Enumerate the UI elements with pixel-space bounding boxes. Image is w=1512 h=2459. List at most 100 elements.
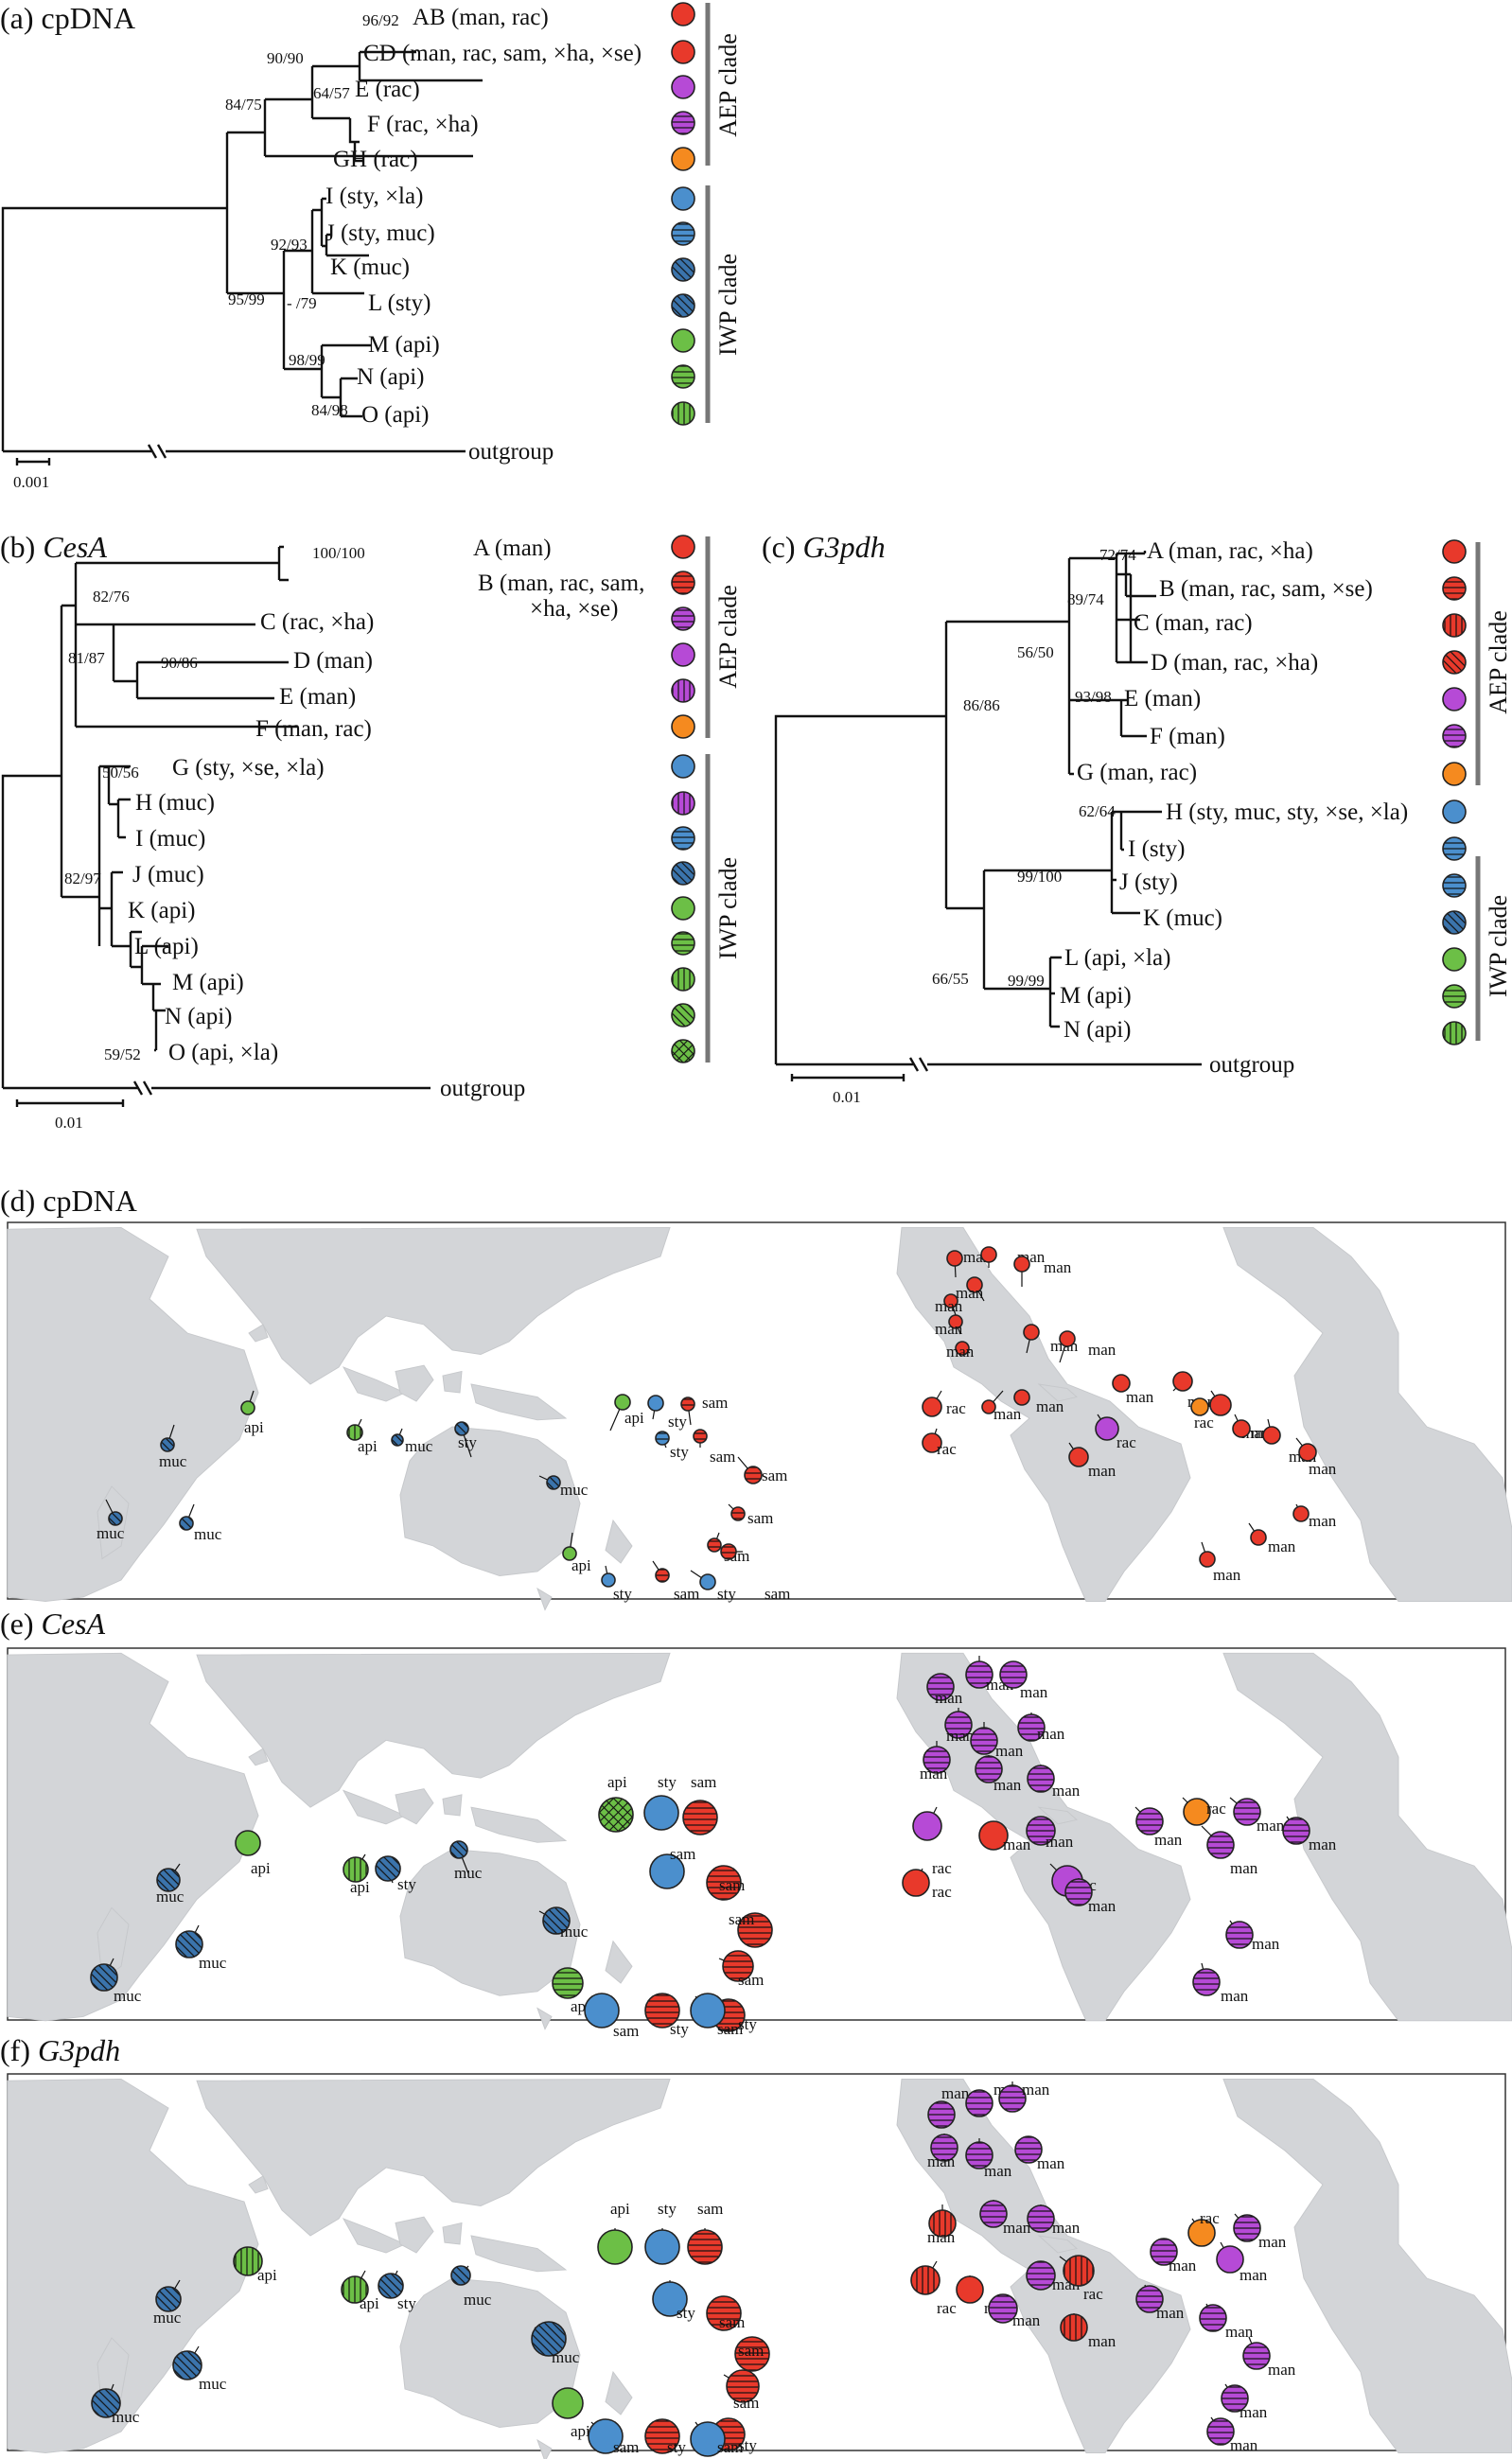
tip-label: K (muc): [330, 255, 410, 280]
tip-label: GH (rac): [333, 147, 418, 172]
map-pie-marker: [1063, 2255, 1095, 2287]
tip-label: F (rac, ×ha): [367, 112, 479, 137]
map-location-label: man: [1268, 2361, 1296, 2379]
map-location-label: sam: [738, 2342, 764, 2360]
map-location-label: man: [1221, 1987, 1249, 2005]
svg-text:(e) CesA: (e) CesA: [0, 1607, 106, 1641]
map-location-label: man: [1046, 1833, 1074, 1851]
map-pie-marker: [946, 1250, 963, 1267]
map-location-label: man: [1003, 2219, 1031, 2237]
map-location-label: api: [607, 1773, 627, 1791]
map-location-label: sty: [677, 2304, 695, 2322]
map-pie-marker: [690, 2421, 726, 2457]
tip-label: C (man, rac): [1134, 610, 1253, 636]
panel-b-prefix: (b): [0, 530, 43, 564]
support-value: 50/56: [102, 764, 139, 782]
support-value: 96/92: [362, 11, 399, 29]
map-location-label: man: [941, 2084, 970, 2102]
map-location-label: sty: [667, 2438, 686, 2456]
map-location-label: muc: [199, 1954, 227, 1972]
tip-label: I (sty, ×la): [325, 184, 423, 209]
map-location-label: sam: [717, 2020, 743, 2038]
map-pie-marker: [975, 1755, 1003, 1783]
legend-circle: [671, 293, 695, 318]
tip-label: A (man): [473, 536, 552, 561]
tip-label: M (api): [172, 970, 244, 995]
map-location-label: man: [1156, 2304, 1185, 2322]
map-pie-marker: [341, 2275, 369, 2304]
map-pie-marker: [926, 1673, 955, 1701]
map-location-label: man: [1052, 2219, 1081, 2237]
tip-label: I (sty): [1128, 836, 1185, 862]
map-location-label: sty: [658, 1773, 677, 1791]
support-value: 56/50: [1017, 643, 1054, 661]
map-pie-marker: [1026, 1816, 1056, 1846]
support-value: 64/57: [313, 84, 350, 102]
map-location-label: man: [993, 1405, 1022, 1423]
map-location-label: rac: [1194, 1414, 1214, 1431]
map-pie-marker: [1206, 2417, 1235, 2446]
map-location-label: man: [995, 1742, 1024, 1760]
map-pie-marker: [1027, 2204, 1055, 2233]
map-pie-marker: [546, 1475, 561, 1490]
map-pie-marker: [978, 1820, 1009, 1851]
map-pie-marker: [1112, 1374, 1131, 1393]
legend-circle: [671, 221, 695, 246]
map-pie-marker: [706, 1865, 742, 1901]
tip-label: H (sty, muc, sty, ×se, ×la): [1166, 799, 1408, 825]
map-location-label: sam: [613, 2022, 639, 2040]
map-location-label: man: [1257, 1817, 1285, 1835]
map-location-label: muc: [114, 1987, 142, 2005]
tip-label: N (api): [357, 364, 425, 390]
map-pie-marker: [730, 1506, 746, 1521]
map-pie-marker: [1242, 2342, 1271, 2370]
map-location-label: man: [956, 1284, 984, 1302]
map-location-label: man: [927, 2228, 956, 2246]
map-pie-marker: [1199, 1551, 1216, 1568]
map-location-label: muc: [112, 2408, 140, 2426]
support-value: 59/52: [104, 1045, 141, 1063]
map-pie-marker: [1172, 1371, 1193, 1392]
map-pie-marker: [644, 1993, 680, 2029]
map-pie-marker: [922, 1432, 942, 1453]
map-location-label: muc: [560, 1923, 589, 1941]
map-location-label: man: [1258, 2233, 1287, 2251]
map-pie-marker: [902, 1869, 930, 1897]
map-pie-marker: [614, 1394, 631, 1411]
map-location-label: api: [624, 1409, 644, 1427]
map-pie-marker: [391, 1433, 404, 1447]
svg-text:(b) CesA: (b) CesA: [0, 530, 107, 564]
map-pie-marker: [744, 1466, 763, 1484]
map-location-label: sty: [670, 2020, 689, 2038]
tip-label: M (api): [368, 332, 440, 358]
legend-circle: [671, 328, 695, 353]
map-e-gene: CesA: [42, 1607, 106, 1641]
map-location-label: rac: [932, 1859, 952, 1877]
clade-label: AEP clade: [714, 33, 742, 137]
map-pie-marker: [999, 1660, 1028, 1689]
map-pie-marker: [378, 2273, 404, 2299]
map-pie-marker: [1014, 2135, 1043, 2164]
map-location-label: sty: [658, 2200, 677, 2218]
map-location-label: rac: [932, 1883, 952, 1901]
map-location-label: sty: [668, 1413, 687, 1431]
map-pie-marker: [598, 1797, 634, 1833]
map-location-label: man: [1037, 2154, 1065, 2172]
svg-text:(c) G3pdh: (c) G3pdh: [762, 530, 886, 564]
map-location-label: man: [1309, 1460, 1337, 1478]
map-pie-marker: [643, 1795, 679, 1831]
tip-label: G (sty, ×se, ×la): [172, 755, 325, 781]
map-location-label: man: [1239, 2403, 1268, 2421]
map-pie-marker: [649, 1853, 685, 1889]
legend-circle: [671, 186, 695, 211]
map-location-label: api: [350, 1878, 370, 1896]
map-pie-marker: [1206, 1831, 1235, 1859]
tip-label: L (api, ×la): [1064, 945, 1170, 971]
map-location-label: api: [257, 2266, 277, 2284]
support-value: 84/98: [311, 401, 348, 419]
tip-label: outgroup: [468, 439, 554, 465]
cesa-legend-circles: [671, 535, 695, 1063]
map-location-label: man: [935, 1689, 963, 1707]
